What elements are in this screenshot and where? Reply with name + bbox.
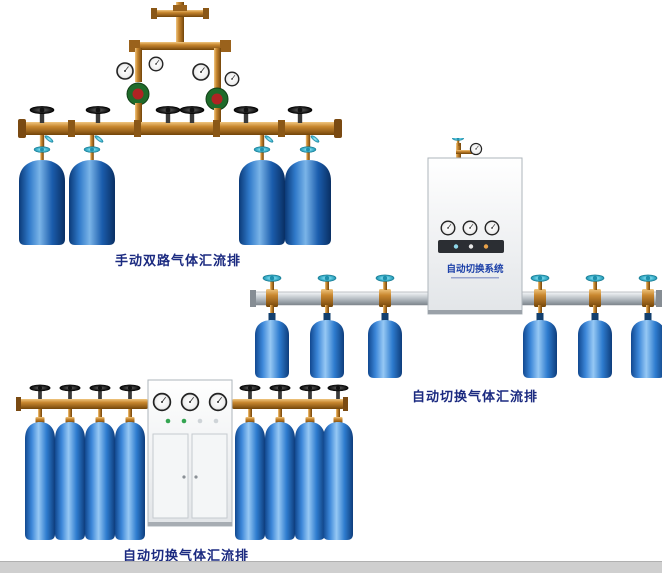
gas-cylinder: [631, 320, 662, 378]
gas-cylinder: [323, 422, 353, 540]
right-pressure-regulator: [192, 63, 240, 124]
manifold-bar: [18, 119, 342, 138]
gas-cylinder: [85, 422, 115, 540]
manifold-pipes: [16, 397, 348, 411]
gas-cylinder: [55, 422, 85, 540]
cylinder-hoses: [39, 135, 311, 151]
gas-cylinder: [295, 422, 325, 540]
pressure-gauge: [116, 62, 134, 80]
valve-handwheel: [179, 105, 205, 124]
gas-cylinder: [255, 320, 289, 378]
gas-cylinder: [578, 320, 612, 378]
auto-switch-manifold-illustration: 自动切换系统: [250, 138, 662, 378]
cabinet-label: 自动切换系统: [446, 263, 504, 275]
control-cabinet: 自动切换系统: [427, 138, 523, 315]
indicator-light: [197, 418, 203, 424]
gas-cylinder: [523, 320, 557, 378]
gas-cylinder: [25, 422, 55, 540]
panel-gauge: [462, 220, 478, 236]
valve-handwheel: [239, 384, 261, 400]
valve-handwheel: [299, 384, 321, 400]
cylinder-valve-handwheel: [262, 274, 282, 291]
gas-cylinder: [19, 160, 65, 245]
pressure-gauge: [469, 142, 483, 156]
valve-handwheel: [119, 384, 141, 400]
cylinder-valve-handwheel: [375, 274, 395, 291]
footer-strip: [0, 561, 662, 573]
control-cabinet: [147, 379, 233, 527]
gas-cylinder: [235, 422, 265, 540]
valve-handwheel: [29, 384, 51, 400]
door-handle: [182, 475, 186, 479]
pressure-gauge: [148, 56, 164, 72]
cabinet-door-left: [152, 433, 189, 519]
cylinder-valve-handwheel: [638, 274, 658, 291]
cylinder-valve-handwheel: [530, 274, 550, 291]
manual-dual-manifold-illustration: [18, 2, 342, 245]
cylinder-valve-handwheel: [317, 274, 337, 291]
header-frame-pipe: [129, 40, 231, 90]
cylinder-drops: [35, 409, 343, 423]
indicator-light: [213, 418, 219, 424]
valve-handwheel: [85, 105, 111, 124]
valve-handwheel: [29, 105, 55, 124]
panel-gauge: [152, 392, 172, 412]
inlet-pipe: [151, 2, 209, 48]
cabinet-door-right: [191, 433, 228, 519]
cylinder-valve-handwheel: [33, 146, 51, 161]
valve-handwheel: [233, 105, 259, 124]
panel-gauge: [484, 220, 500, 236]
cylinder-valve-handwheel: [83, 146, 101, 161]
indicator-light: [453, 244, 459, 249]
indicator-light: [468, 244, 474, 249]
valve-handwheel: [89, 384, 111, 400]
valve-handwheel: [269, 384, 291, 400]
door-handle: [194, 475, 198, 479]
left-pressure-regulator: [116, 56, 164, 124]
panel-gauge: [440, 220, 456, 236]
auto-switch-manifold-bottom-illustration: [16, 379, 353, 540]
cylinder-necks: [268, 313, 652, 321]
valve-handwheel: [327, 384, 349, 400]
valve-handwheel: [59, 384, 81, 400]
top-valve-handwheel: [451, 138, 465, 147]
gas-cylinders: [255, 320, 662, 378]
panel-gauge: [208, 392, 228, 412]
gas-cylinder: [69, 160, 115, 245]
gas-cylinder: [310, 320, 344, 378]
valve-handwheel: [155, 105, 181, 124]
pressure-gauge: [192, 63, 210, 81]
caption-manual-dual: 手动双路气体汇流排: [114, 253, 241, 268]
gas-cylinder: [265, 422, 295, 540]
indicator-light: [181, 418, 187, 424]
indicator-light: [165, 418, 171, 424]
pressure-gauge: [224, 71, 240, 87]
cylinder-hoses: [270, 305, 650, 314]
gas-cylinder: [368, 320, 402, 378]
connection-handles: [44, 135, 320, 143]
gas-cylinder: [115, 422, 145, 540]
caption-auto-switch-right: 自动切换气体汇流排: [411, 389, 538, 404]
indicator-light: [483, 244, 489, 249]
cylinder-valve-handwheel: [585, 274, 605, 291]
panel-gauge: [180, 392, 200, 412]
valve-handwheel: [287, 105, 313, 124]
caption-auto-switch-bottom: 自动切换气体汇流排: [122, 548, 249, 563]
